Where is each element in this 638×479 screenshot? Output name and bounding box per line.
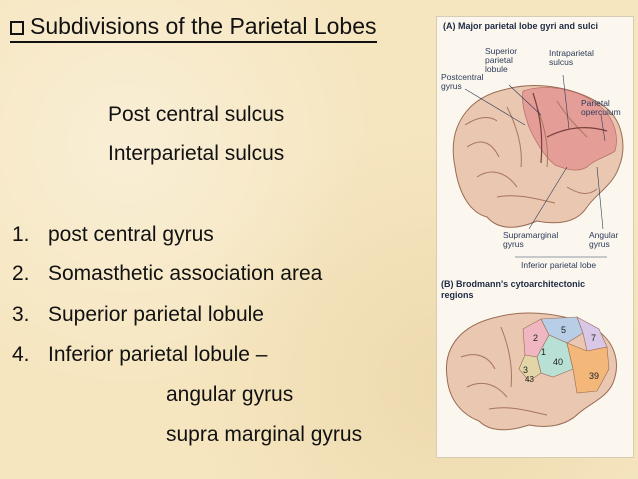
list-item-text: post central gyrus	[48, 223, 214, 246]
sulcus-label: Post central sulcus	[108, 103, 285, 126]
brain-illustration	[445, 74, 624, 431]
leader-lines-a	[464, 74, 607, 258]
brain-lateral-view-a	[452, 85, 624, 228]
slide-title-text: Subdivisions of the Parietal Lobes	[30, 13, 377, 39]
list-item: 1. post central gyrus	[12, 221, 214, 249]
brodmann-area-label: 5	[561, 325, 567, 335]
label-supramarginal-gyrus: Supramarginal gyrus	[503, 230, 559, 249]
label-intraparietal-sulcus: Intraparietal sulcus	[549, 48, 594, 67]
label-parietal-operculum: Parietal operculum	[581, 98, 621, 117]
panel-b-title: (B) Brodmann's cytoarchitectonic regions	[441, 279, 586, 300]
slide-title: Subdivisions of the Parietal Lobes	[10, 12, 377, 43]
brain-lateral-view-b	[445, 312, 617, 431]
label-postcentral-gyrus: Postcentral gyrus	[441, 72, 484, 91]
brodmann-area-label: 7	[591, 333, 597, 343]
list-item-number: 1.	[12, 223, 30, 246]
list-item-number: 4.	[12, 343, 30, 366]
list-item-number: 2.	[12, 262, 30, 285]
brodmann-area-label: 1	[541, 347, 547, 357]
brodmann-area-label: 39	[589, 371, 600, 381]
list-item: 2. Somasthetic association area	[12, 260, 322, 288]
brodmann-area-label: 2	[533, 333, 539, 343]
brodmann-area-label: 40	[553, 357, 564, 367]
brodmann-area-label: 3	[523, 365, 529, 375]
sulcus-label: Interparietal sulcus	[108, 142, 285, 165]
sub-item: angular gyrus	[166, 383, 294, 406]
label-superior-parietal-lobule: Superior parietal lobule	[485, 46, 518, 74]
list-item: 4. Inferior parietal lobule –	[12, 341, 267, 369]
list-item-number: 3.	[12, 303, 30, 326]
brain-figure: (A) Major parietal lobe gyri and sulci	[436, 16, 634, 458]
panel-a-title: (A) Major parietal lobe gyri and sulci	[443, 21, 599, 31]
list-item: 3. Superior parietal lobule	[12, 301, 264, 329]
sub-item: supra marginal gyrus	[166, 423, 363, 446]
checkbox-bullet-icon	[10, 21, 24, 35]
list-item-text: Somasthetic association area	[48, 262, 323, 285]
label-angular-gyrus: Angular gyrus	[589, 230, 619, 249]
list-item-text: Inferior parietal lobule –	[48, 343, 268, 366]
list-item-text: Superior parietal lobule	[48, 303, 264, 326]
brodmann-area-label: 43	[525, 375, 534, 384]
label-inferior-parietal-lobe: Inferior parietal lobe	[521, 260, 597, 270]
